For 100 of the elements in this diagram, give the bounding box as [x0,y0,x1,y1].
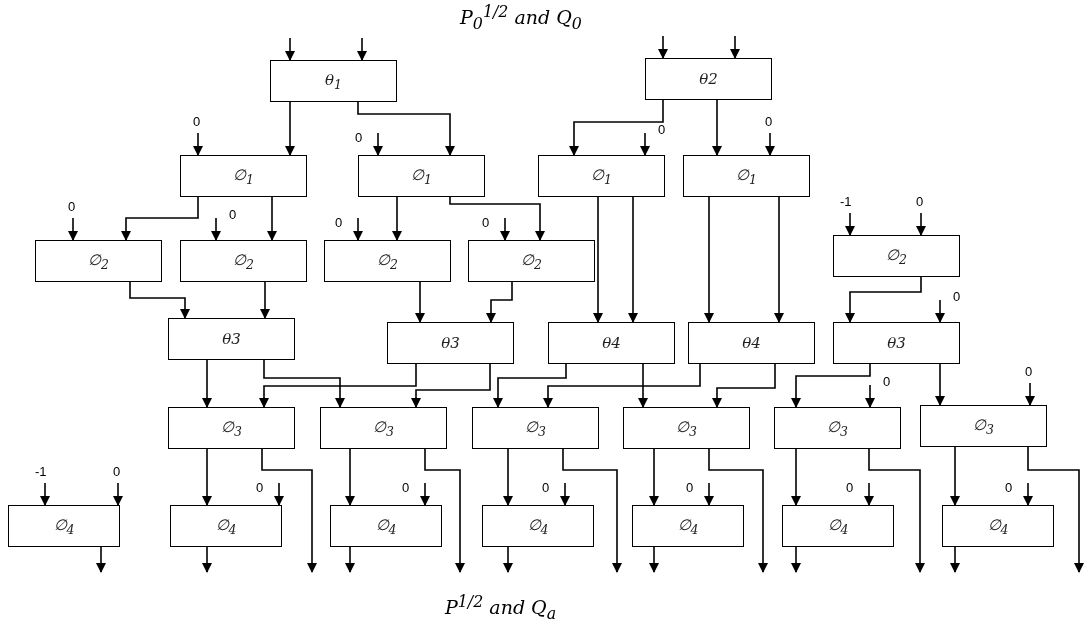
process-box [270,60,397,102]
diagram-title: P$_{0}$$^{1/2}$ and Q$_{0}$ [460,2,582,34]
arrow [285,37,295,61]
arrow [845,212,855,236]
arrow [765,132,775,156]
process-box [180,155,307,197]
arrow [543,363,701,408]
arrow [916,212,926,236]
arrow [774,196,784,323]
process-box [482,505,594,547]
arrow [658,35,668,59]
box-label: ∅$_{4}$ [53,515,75,537]
arrow [392,196,402,241]
arrow [121,196,199,241]
process-box [168,318,295,360]
box-label: ∅$_{3}$ [973,415,994,437]
edge-label: 0 [657,123,667,137]
arrow [712,363,776,408]
arrow [274,482,284,506]
process-box [782,505,894,547]
box-label: ∅$_{4}$ [677,515,699,537]
arrow [640,132,650,156]
box-label: θ3 [441,334,460,352]
edge-label: 0 [952,290,962,304]
process-box [920,405,1047,447]
process-box [168,407,295,449]
box-label: ∅$_{3}$ [676,417,697,439]
process-box [324,240,451,282]
box-label: ∅$_{4}$ [375,515,397,537]
arrow [357,101,455,156]
arrow [791,546,801,573]
arrow [704,196,714,323]
process-box [645,58,772,100]
edge-label: 0 [354,131,364,145]
process-box [683,155,810,197]
box-label: ∅$_{1}$ [233,165,254,187]
edge-label: -1 [34,465,48,479]
arrow [267,196,277,241]
arrow [202,546,212,573]
box-label: ∅$_{2}$ [886,245,907,267]
process-box [468,240,595,282]
edge-label: 0 [481,216,491,230]
arrow [864,482,874,506]
process-box [320,407,447,449]
arrow [865,384,875,408]
box-label: ∅$_{1}$ [591,165,612,187]
process-box [833,322,960,364]
arrow [503,546,513,573]
arrow [193,132,203,156]
edge-label: -1 [839,195,853,209]
edge-label: 0 [541,481,551,495]
arrow [96,546,106,573]
arrow [560,482,570,506]
arrow [202,359,212,408]
box-label: ∅$_{3}$ [221,417,242,439]
arrow [261,448,317,573]
process-box [548,322,675,364]
box-label: θ3 [887,334,906,352]
edge-label: 0 [401,481,411,495]
edge-label: 0 [192,115,202,129]
arrow [68,217,78,241]
edge-label: 0 [764,115,774,129]
process-box [387,322,514,364]
arrow [40,482,50,506]
box-label: ∅$_{2}$ [377,250,398,272]
box-label: ∅$_{2}$ [88,250,109,272]
arrow [129,281,190,319]
arrow [845,276,922,323]
edge-label: 0 [1024,365,1034,379]
box-label: θ2 [699,70,718,88]
process-box [358,155,485,197]
process-box [180,240,307,282]
box-label: ∅$_{4}$ [827,515,849,537]
arrow [353,217,363,241]
process-box [833,235,960,277]
arrow [259,363,417,408]
arrow [935,363,945,406]
edge-label: 0 [112,465,122,479]
arrow [638,363,648,408]
arrow [562,448,622,573]
arrow [950,546,960,573]
arrow [500,217,510,241]
process-box [623,407,750,449]
arrow [1025,382,1035,406]
arrow [935,299,945,323]
arrow [628,196,638,323]
process-box [330,505,442,547]
arrow [202,448,212,506]
arrow [791,363,871,408]
process-box [8,505,120,547]
box-label: ∅$_{3}$ [827,417,848,439]
process-box [472,407,599,449]
edge-label: 0 [845,481,855,495]
arrow [113,482,123,506]
arrow [503,448,513,506]
edge-label: 0 [228,208,238,222]
process-box [942,505,1054,547]
box-label: ∅$_{4}$ [215,515,237,537]
arrow [493,363,567,408]
arrow [868,448,925,573]
